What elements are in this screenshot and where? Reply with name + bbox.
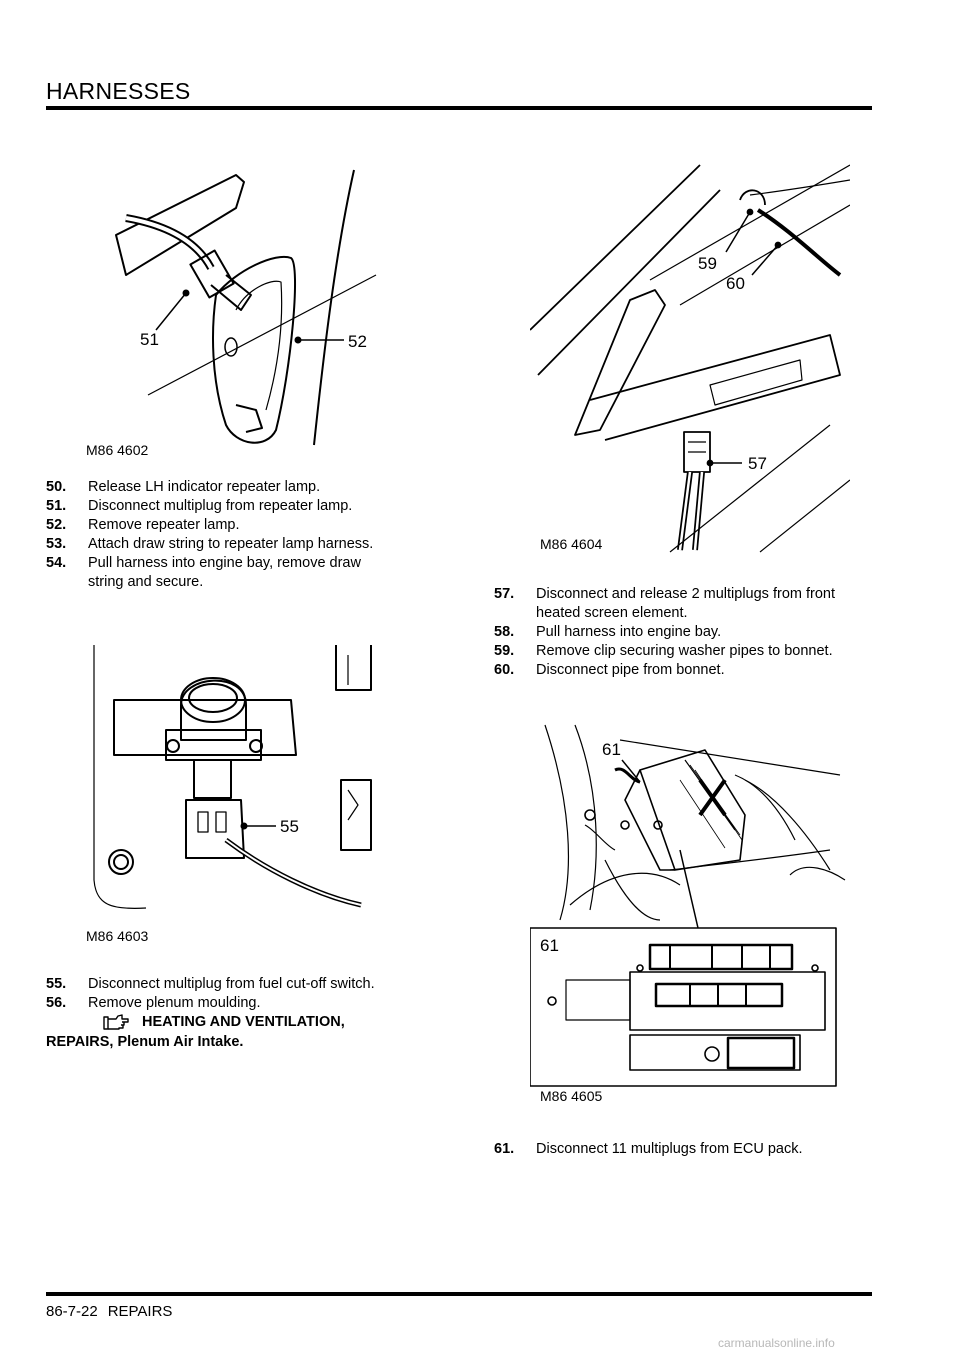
- figure-fuel-cutoff-switch: 55 M86 4603: [86, 640, 386, 945]
- callout-label: 51: [140, 330, 159, 349]
- step-text: Remove repeater lamp.: [88, 517, 240, 533]
- cross-reference-line1: HEATING AND VENTILATION,: [142, 1014, 345, 1030]
- step-text: Attach draw string to repeater lamp harn…: [88, 536, 374, 552]
- figure-code: M86 4604: [540, 536, 603, 552]
- figure-repeater-lamp: 51 52 M86 4602: [86, 160, 396, 460]
- step-number: 56.: [46, 995, 67, 1011]
- step-number: 58.: [494, 624, 515, 640]
- step-item: 59. Remove clip securing washer pipes to …: [494, 642, 884, 661]
- step-text: Disconnect multiplug from repeater lamp.: [88, 498, 353, 514]
- step-item: 60. Disconnect pipe from bonnet.: [494, 661, 884, 680]
- step-item: 55. Disconnect multiplug from fuel cut-of…: [46, 975, 446, 994]
- page-title: HARNESSES: [46, 78, 191, 104]
- page-footer: 86-7-22 REPAIRS: [46, 1303, 172, 1320]
- cross-reference-link[interactable]: HEATING AND VENTILATION,: [88, 1013, 446, 1033]
- step-number: 59.: [494, 643, 515, 659]
- step-item: 57. Disconnect and release 2 multiplugs f…: [494, 585, 884, 623]
- step-item: 53. Attach draw string to repeater lamp h…: [46, 535, 446, 554]
- figure-ecu-pack: 61 61 M86 4605: [530, 720, 850, 1105]
- steps-61: 61. Disconnect 11 multiplugs from ECU pac…: [494, 1140, 884, 1159]
- page-number: 86-7-22: [46, 1303, 98, 1320]
- step-text: Disconnect pipe from bonnet.: [536, 662, 725, 678]
- step-number: 50.: [46, 479, 67, 495]
- steps-50-54: 50. Release LH indicator repeater lamp. 5…: [46, 478, 446, 592]
- step-text: Pull harness into engine bay, remove dra…: [88, 555, 361, 590]
- step-number: 51.: [46, 498, 67, 514]
- step-text: Disconnect and release 2 multiplugs from…: [536, 586, 836, 621]
- callout-label: 61: [540, 936, 559, 955]
- callout-label: 57: [748, 454, 767, 473]
- step-text: Pull harness into engine bay.: [536, 624, 722, 640]
- figure-code: M86 4605: [540, 1088, 603, 1104]
- callout-label: 59: [698, 254, 717, 273]
- cross-reference-line2: REPAIRS, Plenum Air Intake.: [46, 1034, 244, 1050]
- callout-label: 55: [280, 817, 299, 836]
- step-number: 55.: [46, 976, 67, 992]
- step-item: 51. Disconnect multiplug from repeater la…: [46, 497, 446, 516]
- steps-55-56: 55. Disconnect multiplug from fuel cut-of…: [46, 975, 446, 1052]
- steps-57-60: 57. Disconnect and release 2 multiplugs f…: [494, 585, 884, 680]
- callout-label: 52: [348, 332, 367, 351]
- header-divider: [46, 106, 872, 110]
- step-number: 52.: [46, 517, 67, 533]
- step-number: 57.: [494, 586, 515, 602]
- step-text: Disconnect 11 multiplugs from ECU pack.: [536, 1141, 803, 1157]
- step-text: Disconnect multiplug from fuel cut-off s…: [88, 976, 375, 992]
- footer-divider: [46, 1292, 872, 1296]
- step-item: 52. Remove repeater lamp.: [46, 516, 446, 535]
- step-number: 54.: [46, 555, 67, 571]
- step-text: Remove clip securing washer pipes to bon…: [536, 643, 833, 659]
- section-name: REPAIRS: [107, 1303, 173, 1320]
- figure-screen-multiplugs: 59 60 57 M86 4604: [530, 160, 850, 555]
- step-number: 60.: [494, 662, 515, 678]
- step-text: Release LH indicator repeater lamp.: [88, 479, 321, 495]
- step-item: 50. Release LH indicator repeater lamp.: [46, 478, 446, 497]
- step-item: 54. Pull harness into engine bay, remove …: [46, 554, 446, 592]
- step-item: 61. Disconnect 11 multiplugs from ECU pac…: [494, 1140, 884, 1159]
- figure-code: M86 4603: [86, 928, 149, 944]
- step-number: 61.: [494, 1141, 515, 1157]
- pointing-hand-icon: [103, 1014, 129, 1030]
- figure-code: M86 4602: [86, 442, 149, 458]
- step-item: 56. Remove plenum moulding.: [46, 994, 446, 1013]
- watermark: carmanualsonline.info: [718, 1336, 835, 1350]
- step-number: 53.: [46, 536, 67, 552]
- callout-label: 60: [726, 274, 745, 293]
- step-text: Remove plenum moulding.: [88, 995, 261, 1011]
- step-item: 58. Pull harness into engine bay.: [494, 623, 884, 642]
- callout-label: 61: [602, 740, 621, 759]
